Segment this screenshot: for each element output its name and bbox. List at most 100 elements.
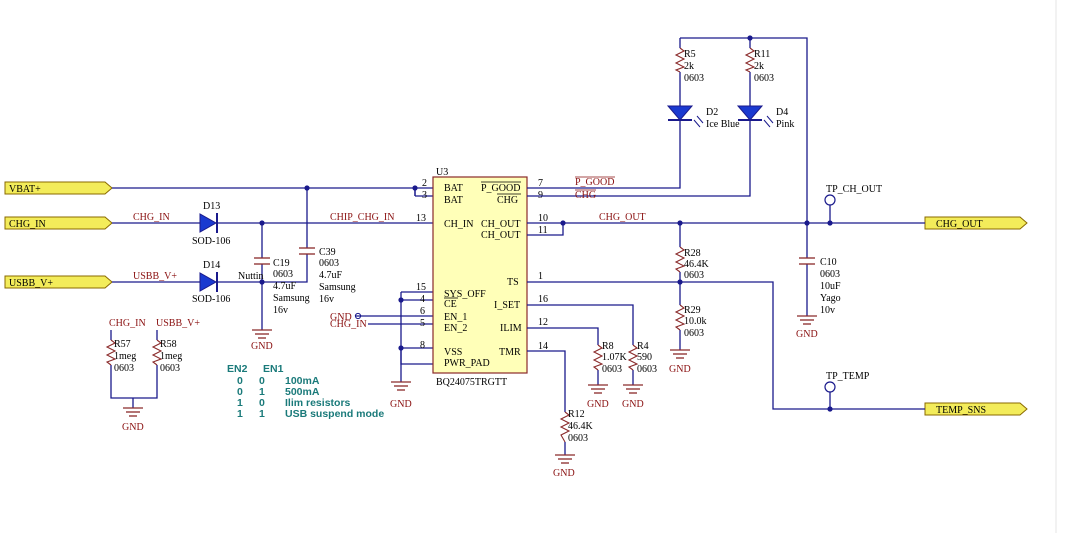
svg-text:CH_OUT: CH_OUT: [481, 230, 520, 241]
resistor-r12[interactable]: R12 46.4K 0603: [559, 409, 594, 444]
svg-text:GND: GND: [390, 399, 412, 410]
en-table-header-en2: EN2: [227, 363, 248, 375]
port-usbb[interactable]: USBB_V+: [4, 275, 113, 289]
svg-text:GND: GND: [669, 364, 691, 375]
svg-text:GND: GND: [796, 329, 818, 340]
svg-text:6: 6: [420, 306, 425, 317]
resistor-r29[interactable]: R29 10.0k 0603: [674, 304, 707, 339]
svg-text:CH_OUT: CH_OUT: [481, 219, 520, 230]
svg-text:1: 1: [259, 408, 265, 420]
net-usbb-r58: USBB_V+: [156, 318, 200, 329]
svg-text:13: 13: [416, 213, 426, 224]
svg-text:16: 16: [538, 294, 548, 305]
en-table-header-en1: EN1: [263, 363, 284, 375]
led-d2[interactable]: D2 Ice Blue: [666, 105, 740, 130]
svg-text:USB suspend mode: USB suspend mode: [285, 408, 384, 420]
svg-text:12: 12: [538, 317, 548, 328]
ic-u3[interactable]: U3 BQ24075TRGTT 2 BAT 3 BAT 13 CH_IN 15 …: [416, 167, 548, 388]
capacitor-c19[interactable]: C19 0603 4.7uF Samsung 16v: [254, 257, 310, 316]
svg-text:0: 0: [237, 386, 243, 398]
svg-text:R5: R5: [684, 49, 696, 60]
c39-voltage: 16v: [319, 294, 334, 305]
svg-text:R4: R4: [637, 341, 649, 352]
svg-text:100mA: 100mA: [285, 375, 320, 387]
resistor-r8[interactable]: R8 1.07K 0603: [592, 341, 628, 375]
svg-text:14: 14: [538, 341, 548, 352]
svg-text:0603: 0603: [684, 73, 704, 84]
u3-ref: U3: [436, 167, 448, 178]
svg-text:10: 10: [538, 213, 548, 224]
svg-text:P_GOOD: P_GOOD: [481, 183, 520, 194]
c39-pkg: 0603: [319, 258, 339, 269]
resistor-r5[interactable]: R5 2k 0603: [674, 47, 704, 84]
svg-text:GND: GND: [251, 341, 273, 352]
testpoint-tp-temp[interactable]: TP_TEMP: [824, 371, 870, 393]
svg-text:ILIM: ILIM: [500, 323, 522, 334]
net-chg-in-en2: CHG_IN: [330, 319, 367, 330]
svg-text:5: 5: [420, 318, 425, 329]
svg-text:1: 1: [237, 408, 243, 420]
c19-brand: Samsung: [273, 293, 310, 304]
svg-text:Ilim resistors: Ilim resistors: [285, 397, 351, 409]
resistor-r28[interactable]: R28 46.4K 0603: [674, 246, 710, 281]
resistor-r57[interactable]: R57 1meg 0603: [105, 339, 136, 374]
d13-ref: D13: [203, 201, 220, 212]
gnd-symbol-r4: GND: [622, 384, 644, 410]
svg-text:0603: 0603: [637, 364, 657, 375]
diode-d13[interactable]: D13 SOD-106: [192, 201, 230, 247]
d14-ref: D14: [203, 260, 220, 271]
port-chg-out[interactable]: CHG_OUT: [924, 216, 1028, 230]
svg-text:11: 11: [538, 225, 548, 236]
svg-text:0603: 0603: [820, 269, 840, 280]
resistor-r58[interactable]: R58 1meg 0603: [151, 339, 182, 374]
net-usbb: USBB_V+: [133, 271, 177, 282]
c19-pkg: 0603: [273, 269, 293, 280]
led-d4[interactable]: D4 Pink: [736, 105, 794, 130]
port-chg-in[interactable]: CHG_IN: [4, 216, 113, 230]
svg-text:CH_IN: CH_IN: [444, 219, 473, 230]
svg-text:BAT: BAT: [444, 183, 463, 194]
capacitor-c39[interactable]: C39 0603 4.7uF Samsung 16v: [299, 247, 356, 305]
svg-text:GND: GND: [122, 422, 144, 433]
gnd-symbol-r57-r58: GND: [122, 407, 144, 433]
svg-text:10.0k: 10.0k: [684, 316, 707, 327]
wires-output: [527, 37, 925, 455]
gnd-symbol-u3: GND: [390, 381, 412, 410]
svg-text:1: 1: [237, 397, 243, 409]
svg-text:1: 1: [538, 271, 543, 282]
diode-d14[interactable]: D14 SOD-106 Nuttin: [192, 260, 264, 305]
en-truth-table: EN2 EN1 0 0 100mA 0 1 500mA 1 0 Ilim res…: [227, 363, 384, 420]
svg-text:TS: TS: [507, 277, 519, 288]
capacitor-c10[interactable]: C10 0603 10uF Yago 10v: [799, 257, 841, 316]
resistor-r4[interactable]: R4 590 0603: [627, 341, 657, 375]
svg-text:0603: 0603: [684, 328, 704, 339]
svg-text:Pink: Pink: [776, 119, 794, 130]
svg-text:EN_1: EN_1: [444, 312, 467, 323]
svg-text:TP_CH_OUT: TP_CH_OUT: [826, 184, 882, 195]
svg-text:BAT: BAT: [444, 195, 463, 206]
svg-text:GND: GND: [587, 399, 609, 410]
d14-note: Nuttin: [238, 271, 264, 282]
resistor-r11[interactable]: R11 2k 0603: [744, 47, 774, 84]
testpoint-tp-ch-out[interactable]: TP_CH_OUT: [824, 184, 882, 206]
net-chg: CHG: [575, 190, 596, 201]
svg-text:1meg: 1meg: [114, 351, 136, 362]
svg-text:0603: 0603: [602, 364, 622, 375]
svg-text:1meg: 1meg: [160, 351, 182, 362]
port-temp-sns-label: TEMP_SNS: [936, 405, 986, 416]
svg-text:D4: D4: [776, 107, 788, 118]
svg-text:10uF: 10uF: [820, 281, 841, 292]
c19-ref: C19: [273, 258, 290, 269]
svg-text:VSS: VSS: [444, 347, 462, 358]
port-vbat[interactable]: VBAT+: [4, 181, 113, 195]
svg-text:4: 4: [420, 294, 425, 305]
port-temp-sns[interactable]: TEMP_SNS: [924, 402, 1028, 416]
svg-text:R28: R28: [684, 248, 701, 259]
gnd-symbol-r8: GND: [587, 384, 609, 410]
net-p-good: P_GOOD: [575, 177, 614, 188]
svg-text:500mA: 500mA: [285, 386, 320, 398]
svg-text:R12: R12: [568, 409, 585, 420]
svg-text:CHG: CHG: [497, 195, 518, 206]
svg-text:GND: GND: [622, 399, 644, 410]
